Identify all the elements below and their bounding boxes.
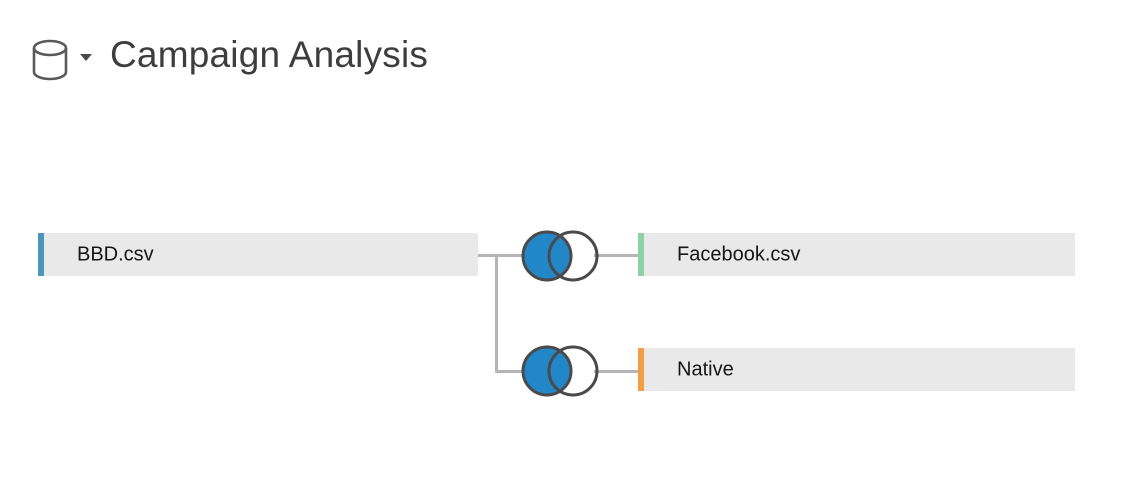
database-cylinder-icon	[32, 39, 68, 81]
venn-join-icon	[521, 345, 599, 397]
connector-bbd-to-join1	[477, 254, 523, 257]
connector-branch-vertical	[495, 254, 498, 373]
table-node-label: BBD.csv	[77, 243, 154, 265]
venn-left-circle	[521, 345, 573, 397]
table-node-label: Native	[677, 358, 734, 380]
page-title[interactable]: Campaign Analysis	[110, 34, 429, 75]
node-accent-bar	[38, 233, 44, 276]
connector-join1-to-facebook	[594, 254, 638, 257]
venn-right-circle	[547, 345, 599, 397]
node-accent-bar	[638, 348, 644, 391]
connector-join2-to-native	[594, 370, 638, 373]
join-node-facebook[interactable]	[519, 228, 601, 284]
table-node-facebook[interactable]: Facebook.csv	[638, 233, 1075, 276]
venn-left-circle	[521, 230, 573, 282]
venn-right-circle	[547, 230, 599, 282]
caret-down-icon	[80, 54, 92, 61]
node-accent-bar	[638, 233, 644, 276]
join-node-native[interactable]	[519, 343, 601, 399]
table-node-native[interactable]: Native	[638, 348, 1075, 391]
venn-join-icon	[521, 230, 599, 282]
table-node-label: Facebook.csv	[677, 243, 801, 265]
datasource-menu-button[interactable]	[28, 36, 98, 84]
table-node-bbd[interactable]: BBD.csv	[38, 233, 478, 276]
connector-bbd-to-join2	[495, 370, 523, 373]
